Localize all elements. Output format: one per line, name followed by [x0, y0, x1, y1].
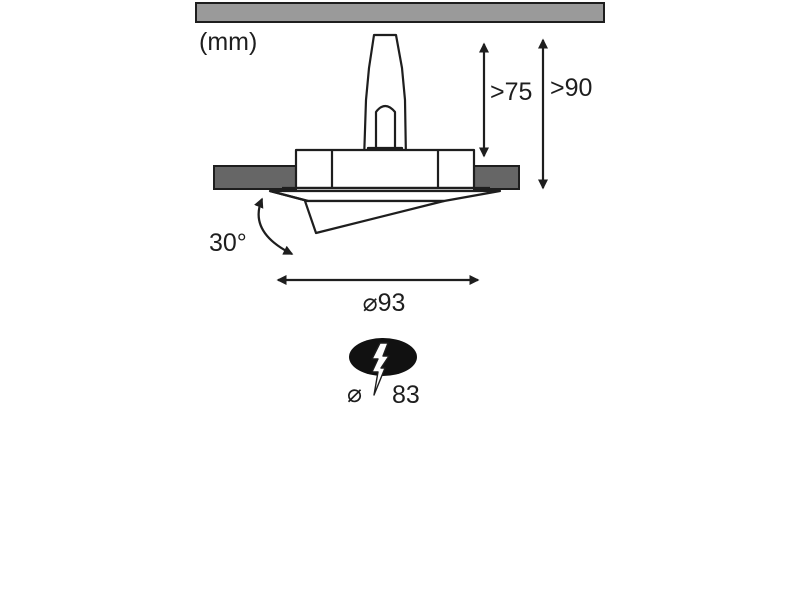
spring-clip [362, 33, 408, 164]
tilt-angle-label: 30° [209, 229, 247, 257]
ceiling-depth-label: >90 [550, 74, 592, 102]
outer-diameter-label: ⌀93 [363, 289, 406, 317]
unit-label: (mm) [199, 28, 257, 56]
cutout-diameter-symbol: ⌀ [347, 380, 362, 408]
cutout-diameter-label: 83 [392, 381, 420, 409]
tilt-angle-arrow [254, 197, 294, 255]
mount-depth-label: >75 [490, 78, 532, 106]
lamp-housing [268, 148, 502, 203]
cutout-hole-icon [349, 338, 417, 396]
ceiling-slab [195, 2, 605, 23]
lightning-bolt-icon [371, 342, 390, 396]
tilted-lamp-body [303, 199, 446, 235]
